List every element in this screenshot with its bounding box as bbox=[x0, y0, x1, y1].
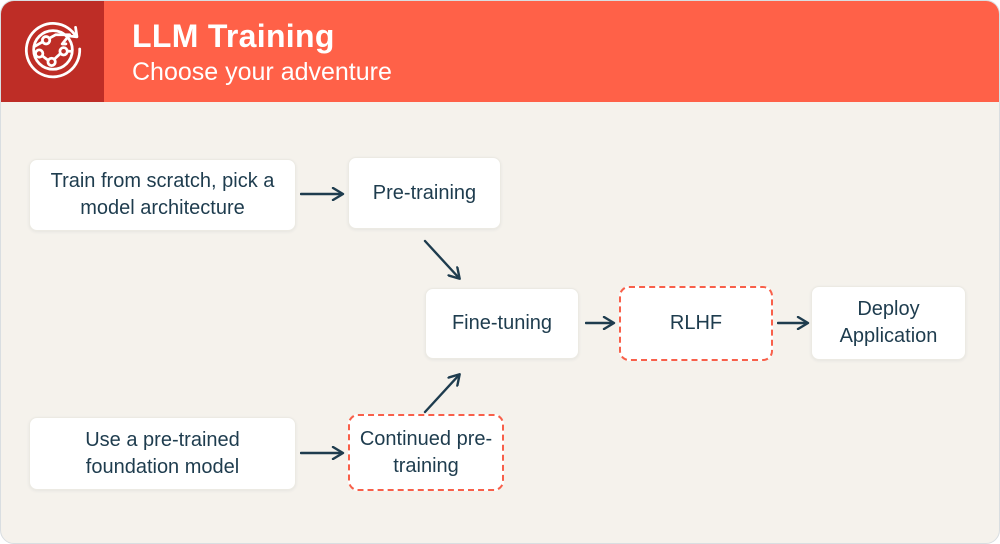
arrow-finetuning-to-rlhf bbox=[585, 313, 617, 333]
arrow-train-to-pretraining bbox=[300, 184, 346, 204]
arrow-pretraining-to-finetuning bbox=[423, 239, 467, 285]
flowchart: Train from scratch, pick a model archite… bbox=[1, 102, 999, 543]
page-subtitle: Choose your adventure bbox=[132, 57, 392, 86]
ml-cycle-icon bbox=[18, 14, 88, 89]
node-use-pretrained-model: Use a pre-trained foundation model bbox=[29, 417, 296, 490]
node-rlhf: RLHF bbox=[619, 286, 773, 361]
node-pre-training: Pre-training bbox=[348, 157, 501, 229]
node-continued-pretraining: Continued pre-training bbox=[348, 414, 504, 491]
node-deploy-application: Deploy Application bbox=[811, 286, 966, 360]
node-train-from-scratch: Train from scratch, pick a model archite… bbox=[29, 159, 296, 231]
header-text-area: LLM Training Choose your adventure bbox=[104, 1, 999, 102]
header: LLM Training Choose your adventure bbox=[1, 1, 999, 102]
page-title: LLM Training bbox=[132, 17, 335, 54]
arrow-continued-to-finetuning bbox=[423, 364, 467, 414]
arrow-rlhf-to-deploy bbox=[777, 313, 811, 333]
logo-container bbox=[1, 1, 104, 102]
node-fine-tuning: Fine-tuning bbox=[425, 288, 579, 359]
arrow-pretrained-to-continued bbox=[300, 443, 346, 463]
